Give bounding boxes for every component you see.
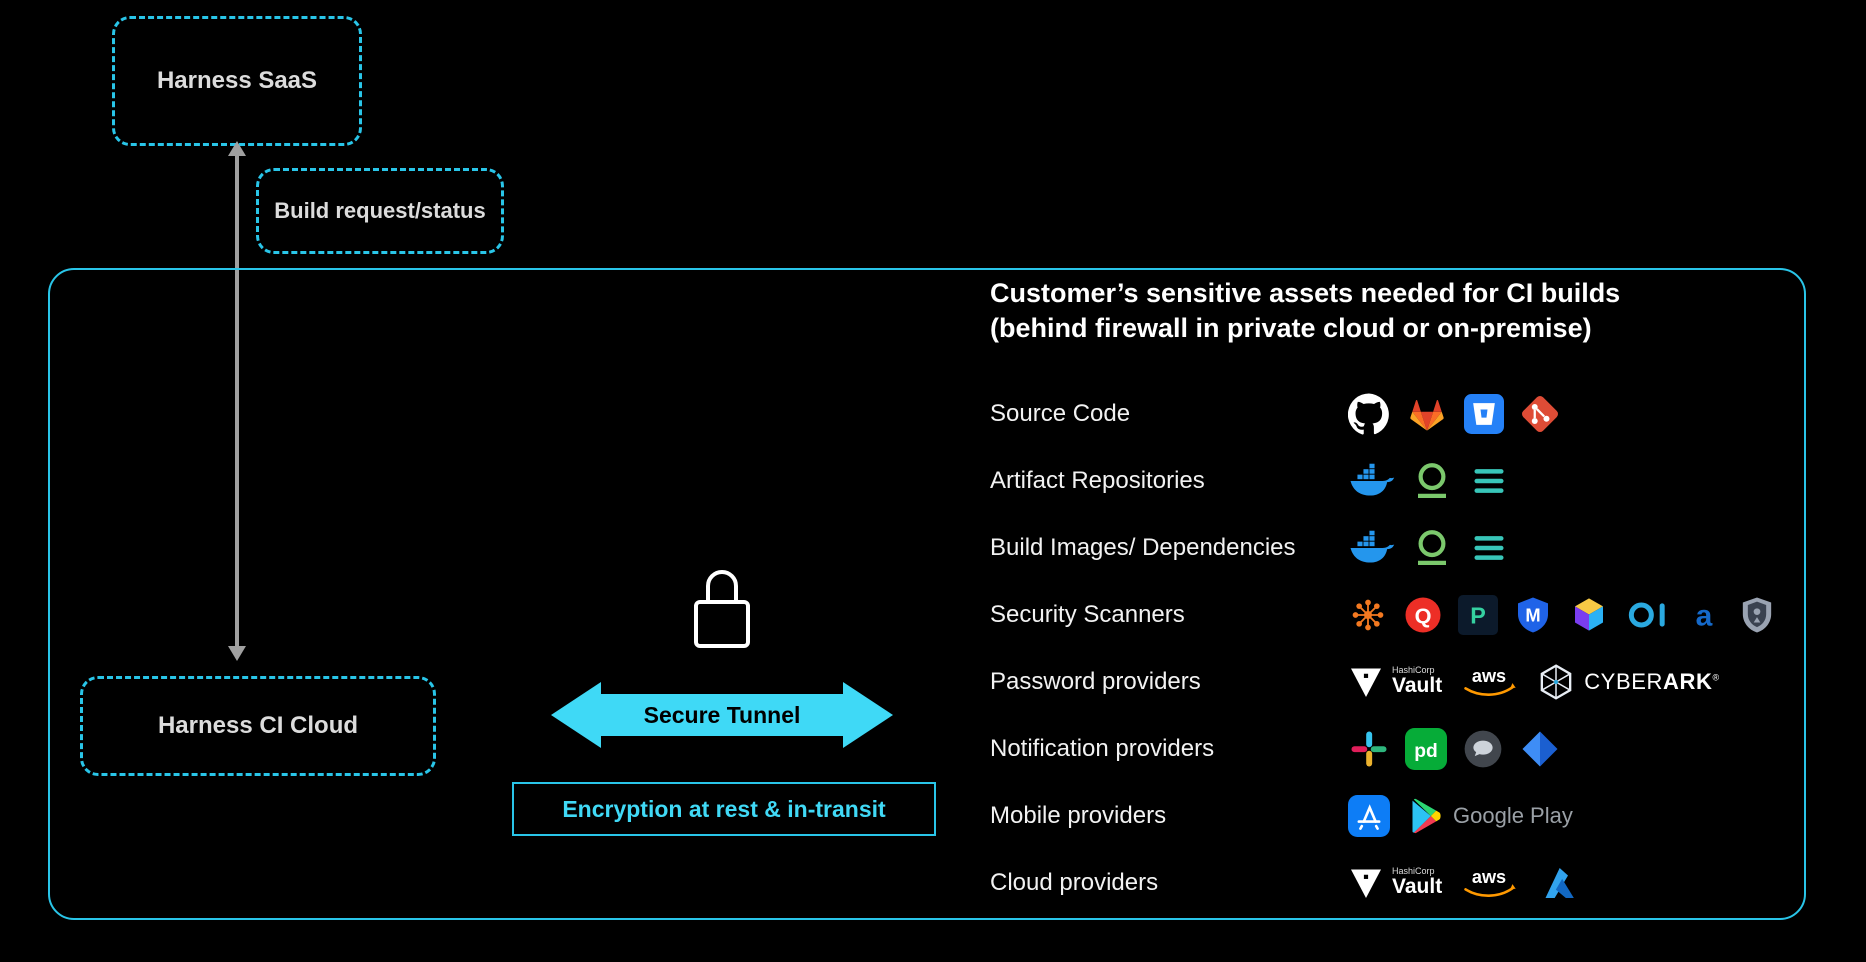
harness-ci-cloud-node: Harness CI Cloud (80, 676, 436, 776)
tunnel-left-arrowhead (551, 682, 601, 748)
build-flow-arrow (228, 141, 246, 661)
asset-row: Mobile providers Google Play (990, 782, 1806, 849)
harness-saas-label: Harness SaaS (156, 67, 318, 94)
asset-category-label: Password providers (990, 667, 1201, 695)
assets-title: Customer’s sensitive assets needed for C… (990, 276, 1806, 346)
artifactory-icon (1468, 460, 1510, 502)
svg-text:P: P (1470, 602, 1486, 628)
assets-panel: Customer’s sensitive assets needed for C… (990, 276, 1806, 916)
build-request-node: Build request/status (256, 168, 504, 254)
aqua-icon: a (1686, 595, 1722, 635)
asset-icon-group (1348, 527, 1806, 569)
mesh-scanner-icon (1348, 595, 1388, 635)
harness-ci-cloud-label: Harness CI Cloud (157, 712, 359, 739)
chat-icon (1462, 728, 1504, 770)
asset-category-label: Source Code (990, 399, 1131, 427)
aws-icon: aws (1457, 863, 1521, 903)
qualys-icon: Q (1403, 595, 1443, 635)
asset-icon-group (1348, 460, 1806, 502)
asset-icon-group: pd (1348, 727, 1806, 770)
gitlab-icon (1405, 393, 1449, 435)
harness-saas-node: Harness SaaS (112, 16, 362, 146)
assets-title-line1: Customer’s sensitive assets needed for C… (990, 278, 1621, 308)
private-cloud-boundary (48, 268, 1806, 920)
github-icon (1348, 393, 1390, 435)
pagerduty-icon: pd (1405, 727, 1447, 770)
azure-icon (1536, 863, 1580, 903)
asset-category-label: Security Scanners (990, 600, 1185, 628)
secure-tunnel-label: Secure Tunnel (601, 694, 843, 736)
m-shield-scanner-icon: M (1513, 595, 1553, 635)
build-request-label: Build request/status (274, 197, 486, 223)
sonatype-icon (1411, 460, 1453, 502)
slack-icon (1348, 728, 1390, 770)
asset-row: Build Images/ Dependencies (990, 514, 1806, 581)
tunnel-right-arrowhead (843, 682, 893, 748)
cyberark-icon: CYBERARK® (1536, 662, 1720, 702)
asset-category-label: Artifact Repositories (990, 466, 1205, 494)
asset-category-label: Cloud providers (990, 868, 1159, 896)
git-icon (1519, 393, 1561, 435)
docker-icon (1348, 461, 1396, 501)
google-play-icon: Google Play (1405, 796, 1573, 836)
svg-text:Q: Q (1415, 603, 1432, 628)
asset-category-label: Notification providers (990, 734, 1215, 762)
svg-text:aws: aws (1472, 867, 1506, 887)
sonatype-icon (1411, 527, 1453, 569)
asset-category-label: Mobile providers (990, 801, 1167, 829)
shield-scanner-icon (1737, 595, 1777, 635)
assets-title-line2: (behind firewall in private cloud or on-… (990, 313, 1592, 344)
secure-tunnel-arrow: Secure Tunnel (551, 682, 893, 748)
svg-text:pd: pd (1414, 741, 1438, 762)
asset-row: Source Code (990, 380, 1806, 447)
encryption-label-box: Encryption at rest & in-transit (512, 782, 936, 836)
jira-icon (1519, 728, 1561, 770)
asset-icon-group: Google Play (1348, 794, 1806, 837)
padlock-icon (694, 570, 750, 648)
cube-scanner-icon (1568, 594, 1610, 636)
p-scanner-icon: P (1458, 594, 1498, 635)
o1-scanner-icon (1625, 595, 1671, 635)
asset-row: Notification providers pd (990, 715, 1806, 782)
encryption-label: Encryption at rest & in-transit (562, 795, 886, 822)
aws-icon: aws (1457, 662, 1521, 702)
docker-icon (1348, 528, 1396, 568)
bitbucket-icon (1464, 393, 1504, 434)
svg-text:aws: aws (1472, 666, 1506, 686)
svg-text:M: M (1525, 604, 1540, 625)
asset-category-label: Build Images/ Dependencies (990, 533, 1296, 561)
app-store-icon (1348, 794, 1390, 837)
asset-icon-group (1348, 393, 1806, 435)
svg-text:a: a (1696, 599, 1713, 632)
artifactory-icon (1468, 527, 1510, 569)
asset-row: Artifact Repositories (990, 447, 1806, 514)
